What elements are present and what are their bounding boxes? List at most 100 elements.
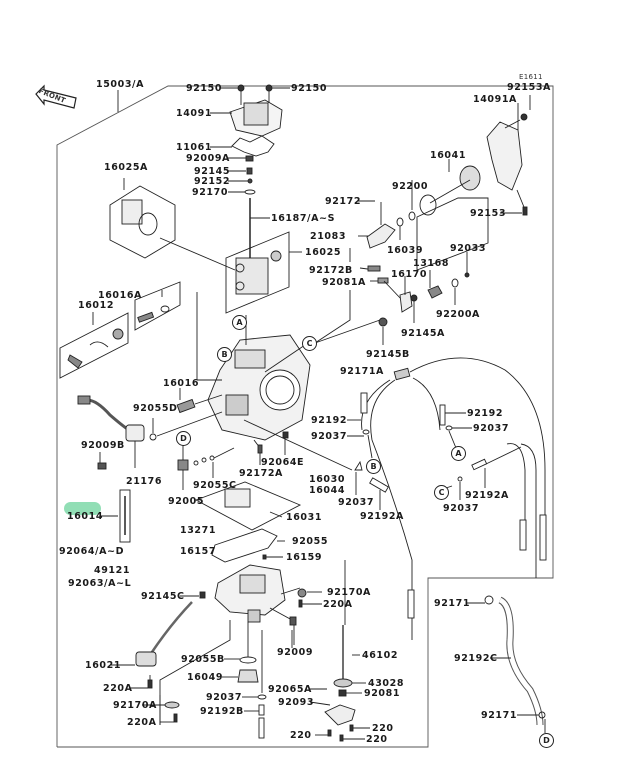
part-label[interactable]: 14091 — [176, 108, 213, 119]
part-label[interactable]: 92172A — [239, 468, 284, 479]
diagram-code: E1611 — [519, 73, 543, 81]
part-label[interactable]: 92055D — [133, 403, 178, 414]
part-label[interactable]: 92145C — [141, 591, 185, 602]
part-label[interactable]: 92065A — [268, 684, 313, 695]
part-label[interactable]: 92064/A~D — [59, 546, 125, 557]
part-label[interactable]: 16031 — [286, 512, 323, 523]
front-arrow-icon — [34, 84, 78, 110]
part-label[interactable]: 16025 — [305, 247, 342, 258]
part-label[interactable]: 92192C — [454, 653, 498, 664]
part-label[interactable]: 92150 — [186, 83, 223, 94]
part-label[interactable]: 92037 — [473, 423, 510, 434]
part-label[interactable]: 13271 — [180, 525, 217, 536]
part-label[interactable]: 220A — [103, 683, 133, 694]
part-label[interactable]: 92063/A~L — [68, 578, 132, 589]
part-label[interactable]: 92171 — [481, 710, 518, 721]
callout-d: D — [539, 733, 554, 748]
part-label-selected[interactable]: 16014 — [67, 511, 104, 522]
part-label[interactable]: 16157 — [180, 546, 217, 557]
callout-b: B — [217, 347, 232, 362]
part-label[interactable]: 92145A — [401, 328, 446, 339]
part-label[interactable]: 92192 — [311, 415, 348, 426]
part-label[interactable]: 16030 — [309, 474, 346, 485]
part-label[interactable]: 16012 — [78, 300, 115, 311]
part-label[interactable]: 21176 — [126, 476, 163, 487]
part-92171A-clamp — [393, 367, 411, 381]
part-label[interactable]: 11061 — [176, 142, 213, 153]
part-label[interactable]: 16159 — [286, 552, 323, 563]
part-label[interactable]: 92055 — [292, 536, 329, 547]
part-16016A-group — [134, 281, 181, 331]
callout-a: A — [451, 446, 466, 461]
part-label[interactable]: 92172B — [309, 265, 353, 276]
part-label[interactable]: 92033 — [450, 243, 487, 254]
part-label[interactable]: 92192A — [360, 511, 405, 522]
part-label[interactable]: 92009B — [81, 440, 125, 451]
assembly-frame — [56, 85, 554, 748]
part-label[interactable]: 16021 — [85, 660, 122, 671]
part-label[interactable]: 92150 — [291, 83, 328, 94]
part-label[interactable]: 43028 — [368, 678, 405, 689]
part-label[interactable]: 16049 — [187, 672, 224, 683]
part-label[interactable]: 16016A — [98, 290, 143, 301]
part-label[interactable]: 46102 — [362, 650, 399, 661]
part-label[interactable]: 92005 — [168, 496, 205, 507]
part-16014-panel — [119, 489, 131, 543]
part-label[interactable]: 92192A — [465, 490, 510, 501]
part-label[interactable]: 92037 — [338, 497, 375, 508]
part-11061-gasket — [231, 135, 275, 157]
part-label[interactable]: 220A — [323, 599, 353, 610]
part-label[interactable]: 92145B — [366, 349, 410, 360]
part-label[interactable]: 92037 — [311, 431, 348, 442]
part-label[interactable]: 92093 — [278, 697, 315, 708]
part-label[interactable]: 13168 — [413, 258, 450, 269]
callout-b: B — [366, 459, 381, 474]
part-16041-group — [416, 197, 489, 271]
part-label[interactable]: 92009A — [186, 153, 231, 164]
part-label[interactable]: 92170A — [327, 587, 372, 598]
part-label[interactable]: 220 — [372, 723, 394, 734]
part-label[interactable]: 92172 — [325, 196, 362, 207]
part-label[interactable]: 49121 — [94, 565, 131, 576]
part-label[interactable]: 92200A — [436, 309, 481, 320]
part-label[interactable]: 92171A — [340, 366, 385, 377]
part-label[interactable]: 16016 — [163, 378, 200, 389]
part-label[interactable]: 16041 — [430, 150, 467, 161]
part-label[interactable]: 21083 — [310, 231, 347, 242]
callout-d: D — [176, 431, 191, 446]
part-label[interactable]: 92145 — [194, 166, 231, 177]
part-label[interactable]: 92037 — [443, 503, 480, 514]
part-label[interactable]: 92037 — [206, 692, 243, 703]
part-label[interactable]: 92152 — [194, 176, 231, 187]
part-label[interactable]: 16025A — [104, 162, 149, 173]
part-label[interactable]: 92192 — [467, 408, 504, 419]
part-label[interactable]: 16044 — [309, 485, 346, 496]
part-label[interactable]: 92153A — [507, 82, 552, 93]
part-label[interactable]: 14091A — [473, 94, 518, 105]
part-label[interactable]: 92170 — [192, 187, 229, 198]
part-label[interactable]: 16170 — [391, 269, 428, 280]
selected-part-highlight — [64, 502, 101, 515]
part-label[interactable]: 16039 — [387, 245, 424, 256]
callout-c: C — [302, 336, 317, 351]
part-label[interactable]: 92055C — [193, 480, 237, 491]
part-label[interactable]: 92081 — [364, 688, 401, 699]
part-92055-gasket — [211, 528, 278, 563]
part-label[interactable]: 220 — [366, 734, 388, 745]
part-label[interactable]: 92200 — [392, 181, 429, 192]
part-16031-float — [194, 481, 302, 531]
part-label[interactable]: 92064E — [261, 457, 305, 468]
part-label[interactable]: 220A — [127, 717, 157, 728]
part-label[interactable]: 16187/A~S — [271, 213, 336, 224]
part-label[interactable]: 92170A — [113, 700, 158, 711]
part-label[interactable]: 92153 — [470, 208, 507, 219]
part-label[interactable]: 220 — [290, 730, 312, 741]
part-label[interactable]: 92009 — [277, 647, 314, 658]
part-label[interactable]: 92171 — [434, 598, 471, 609]
assembly-label[interactable]: 15003/A — [96, 79, 145, 90]
part-label[interactable]: 92081A — [322, 277, 367, 288]
part-label[interactable]: 92192B — [200, 706, 244, 717]
part-label[interactable]: 92055B — [181, 654, 225, 665]
